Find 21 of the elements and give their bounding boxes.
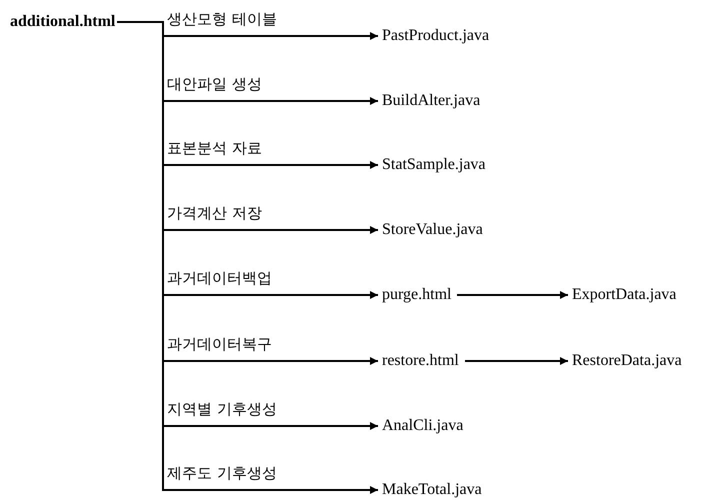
edge-label: 과거데이터복구	[167, 335, 272, 353]
edge-label: 대안파일 생성	[167, 75, 262, 93]
file-name: RestoreData.java	[570, 351, 684, 371]
file-name: PastProduct.java	[380, 26, 492, 46]
file-name: BuildAlter.java	[380, 91, 482, 111]
file-name: StatSample.java	[380, 155, 488, 175]
edge-label: 표본분석 자료	[167, 139, 262, 157]
arrow	[457, 291, 568, 299]
file-name: additional.html	[8, 12, 118, 32]
file-name: restore.html	[380, 351, 461, 371]
file-name: ExportData.java	[570, 285, 678, 305]
file-name: purge.html	[380, 285, 454, 305]
edge-label: 과거데이터백업	[167, 269, 272, 287]
edge-label: 지역별 기후생성	[167, 400, 277, 418]
file-name: StoreValue.java	[380, 220, 485, 240]
edge-label: 제주도 기후생성	[167, 464, 277, 482]
arrow	[465, 357, 568, 365]
edge-label: 생산모형 테이블	[167, 10, 277, 28]
edge-label: 가격계산 저장	[167, 204, 262, 222]
file-name: AnalCli.java	[380, 416, 466, 436]
file-name: MakeTotal.java	[380, 480, 484, 500]
